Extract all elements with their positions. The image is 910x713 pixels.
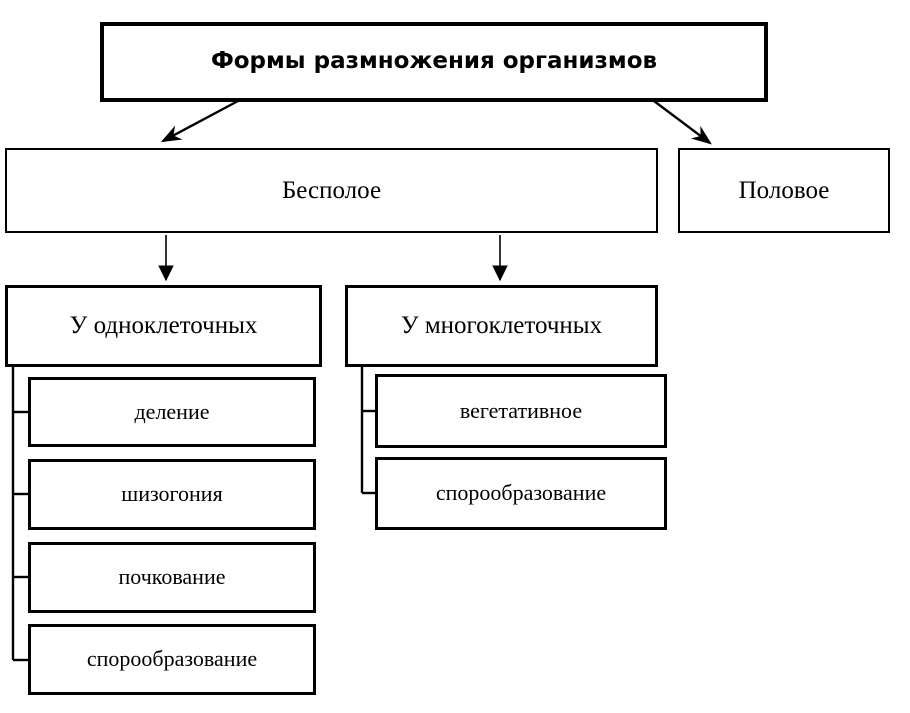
node-multicellular: У многоклеточных (345, 285, 658, 367)
node-unicellular-form-2: почкование (28, 542, 316, 613)
node-asexual-label: Бесполое (281, 176, 382, 204)
root-node-reproduction-forms: Формы размножения организмов (100, 22, 768, 102)
node-unicellular-form-1: шизогония (28, 459, 316, 530)
node-unicellular-form-0: деление (28, 377, 316, 447)
node-unicellular-form-3: спорообразование (28, 624, 316, 695)
node-asexual: Бесполое (5, 148, 658, 233)
node-unicellular-form-2-label: почкование (118, 564, 226, 590)
node-unicellular-form-3-label: спорообразование (86, 646, 258, 672)
node-multicellular-label: У многоклеточных (400, 312, 603, 340)
node-multicellular-form-1: спорообразование (375, 457, 667, 530)
arrow-root-to-sexual (653, 100, 712, 145)
node-sexual-label: Половое (738, 176, 830, 204)
node-unicellular-label: У одноклеточных (69, 312, 258, 340)
node-unicellular: У одноклеточных (5, 285, 322, 367)
node-unicellular-form-1-label: шизогония (121, 481, 223, 507)
arrow-root-to-asexual (160, 99, 239, 143)
node-sexual: Половое (678, 148, 890, 233)
node-multicellular-form-0-label: вегетативное (459, 397, 583, 423)
node-multicellular-form-1-label: спорообразование (435, 480, 607, 506)
node-multicellular-form-0: вегетативное (375, 374, 667, 448)
node-unicellular-form-0-label: деление (134, 398, 210, 424)
root-node-label: Формы размножения организмов (210, 48, 658, 75)
